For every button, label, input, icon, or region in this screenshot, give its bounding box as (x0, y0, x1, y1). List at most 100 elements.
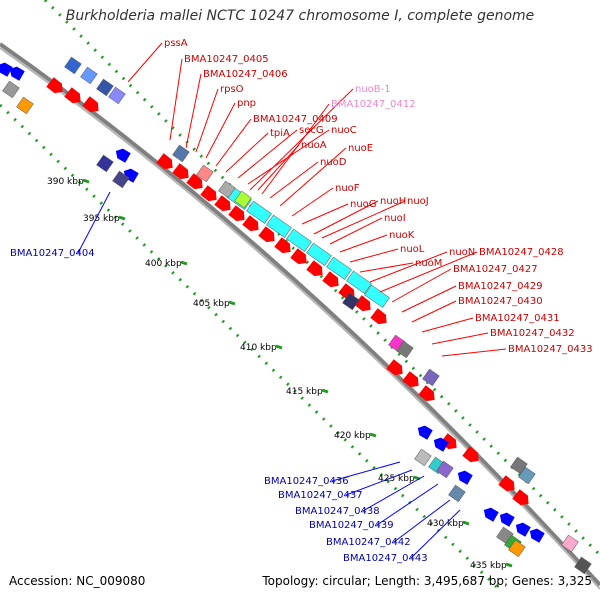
gene-label[interactable]: rpsO (220, 84, 244, 95)
forward-gene-arrow (46, 77, 63, 94)
tick-label: 425 kbp (378, 474, 415, 484)
forward-gene-arrow (258, 226, 275, 243)
gene-box (64, 56, 82, 75)
gene-box (422, 368, 440, 387)
leader-line (291, 187, 334, 217)
leader-line (329, 217, 383, 245)
gene-label[interactable]: nuoC (331, 125, 357, 136)
forward-gene-arrow (228, 205, 245, 222)
tick-label: 420 kbp (334, 431, 371, 441)
gene-label[interactable]: nuoL (400, 244, 425, 255)
gene-label[interactable]: BMA10247_0439 (309, 520, 394, 531)
leader-layer (77, 42, 507, 559)
gene-box (436, 460, 454, 479)
leader-line (77, 191, 111, 254)
gene-label[interactable]: nuoI (384, 213, 406, 224)
gene-label[interactable]: tpiA (270, 128, 290, 139)
reverse-gene-arrow (115, 148, 131, 163)
leader-line (279, 147, 347, 207)
reverse-gene-arrow (457, 470, 473, 485)
reverse-gene-arrow (433, 437, 449, 452)
gene-label[interactable]: BMA10247_0438 (295, 506, 380, 517)
gene-label[interactable]: nuoB-1 (355, 84, 391, 95)
gene-label[interactable]: BMA10247_0404 (10, 248, 95, 259)
tick-mark (180, 260, 188, 266)
tick-mark (228, 300, 236, 306)
leader-line (379, 251, 478, 293)
gene-label[interactable]: BMA10247_0433 (508, 344, 593, 355)
operon-gene-box (346, 270, 372, 294)
reverse-gene-arrow (529, 528, 545, 543)
gene-label[interactable]: nuoJ (407, 196, 429, 207)
forward-gene-arrow (354, 295, 371, 312)
leader-line (410, 509, 461, 559)
leader-line (301, 203, 349, 225)
gene-label[interactable]: BMA10247_0430 (458, 296, 543, 307)
forward-gene-arrow (418, 385, 435, 402)
leader-line (441, 348, 507, 357)
gene-label[interactable]: nuoG (350, 199, 377, 210)
reverse-gene-arrow (0, 62, 13, 77)
gene-label[interactable]: BMA10247_0409 (253, 114, 338, 125)
gene-label[interactable]: BMA10247_0427 (453, 264, 538, 275)
leader-line (225, 132, 269, 173)
gene-label[interactable]: BMA10247_0436 (264, 476, 349, 487)
gene-label[interactable]: pssA (164, 38, 188, 49)
gene-box (218, 180, 236, 199)
tick-label: 410 kbp (240, 343, 277, 353)
gene-label[interactable]: nuoM (415, 258, 442, 269)
gene-layer (0, 56, 592, 575)
gene-label[interactable]: BMA10247_0406 (203, 69, 288, 80)
gene-label[interactable]: nuoK (389, 230, 415, 241)
gene-label[interactable]: nuoA (301, 140, 327, 151)
reverse-gene-arrow (9, 66, 25, 81)
forward-gene-arrow (290, 248, 307, 265)
gene-box (96, 154, 114, 173)
gene-label[interactable]: BMA10247_0443 (343, 553, 428, 564)
operon-gene-box (266, 214, 292, 238)
tick-mark (275, 344, 283, 350)
forward-gene-arrow (274, 237, 291, 254)
gene-box (196, 164, 214, 183)
reverse-gene-arrow (499, 512, 515, 527)
gene-label[interactable]: nuoH (380, 196, 406, 207)
leader-line (345, 469, 413, 496)
inner-dotted-guide (0, 103, 502, 592)
tick-mark (505, 562, 513, 568)
leader-line (369, 251, 448, 283)
gene-label[interactable]: BMA10247_0412 (331, 99, 416, 110)
gene-label[interactable]: BMA10247_0437 (278, 490, 363, 501)
tick-mark (82, 178, 90, 184)
reverse-gene-arrow (417, 425, 433, 440)
gene-label[interactable]: BMA10247_0431 (475, 313, 560, 324)
gene-label[interactable]: secG (299, 125, 324, 136)
leader-line (421, 317, 474, 333)
operon-gene-box (286, 228, 312, 252)
gene-label[interactable]: pnp (237, 98, 256, 109)
gene-label[interactable]: nuoN (449, 247, 475, 258)
gene-label[interactable]: nuoE (348, 143, 373, 154)
operon-gene-box (306, 242, 332, 266)
gene-box (518, 466, 536, 485)
leader-line (376, 483, 439, 526)
gene-label[interactable]: BMA10247_0432 (490, 328, 575, 339)
gene-label[interactable]: BMA10247_0428 (479, 247, 564, 258)
forward-gene-arrow (242, 215, 259, 232)
forward-gene-arrow (172, 163, 189, 180)
gene-label[interactable]: nuoF (335, 183, 360, 194)
leader-line (185, 73, 202, 149)
forward-gene-arrow (370, 308, 387, 325)
gene-label[interactable]: BMA10247_0442 (326, 537, 411, 548)
tick-label: 415 kbp (286, 387, 323, 397)
label-layer: pssABMA10247_0405BMA10247_0406rpsOpnpBMA… (10, 38, 593, 564)
leader-line (269, 161, 319, 199)
forward-gene-arrow (200, 185, 217, 202)
tick-label: 395 kbp (83, 214, 120, 224)
leader-line (331, 461, 401, 482)
forward-gene-arrow (64, 87, 81, 104)
gene-label[interactable]: BMA10247_0429 (458, 281, 543, 292)
gene-box (510, 456, 528, 475)
gene-label[interactable]: nuoD (320, 157, 347, 168)
gene-label[interactable]: BMA10247_0405 (184, 54, 269, 65)
